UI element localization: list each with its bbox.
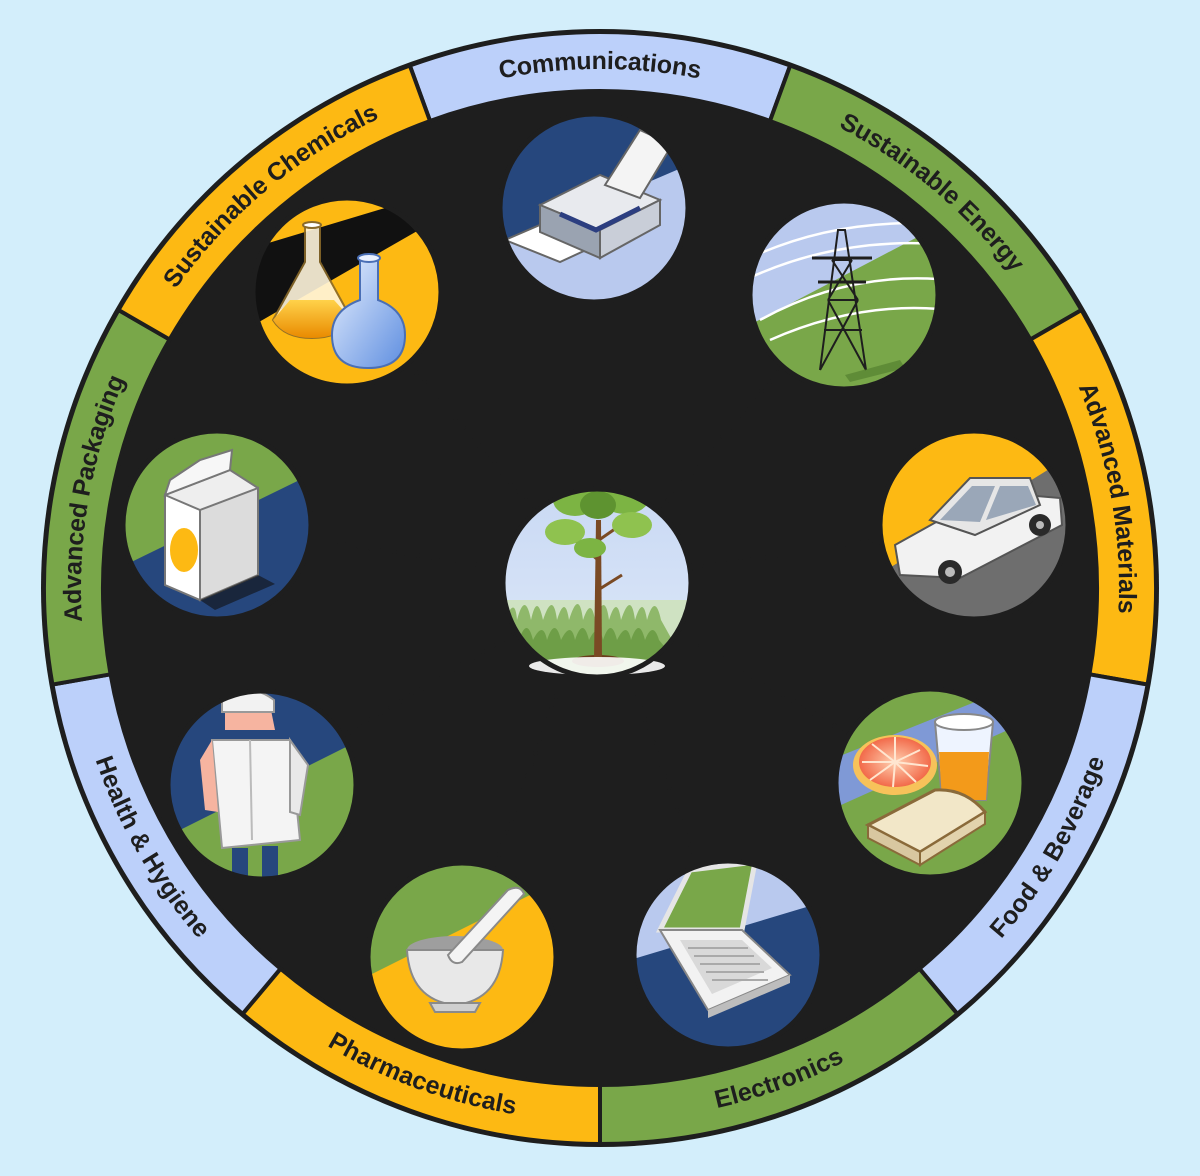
connector-line — [657, 366, 784, 512]
node-electronics — [631, 858, 825, 1052]
node-advanced-packaging — [120, 428, 314, 622]
printer-icon — [500, 128, 688, 302]
hub-tree — [500, 486, 694, 680]
connector-lines — [310, 302, 881, 869]
food-icon — [836, 689, 1024, 867]
flasks-icon — [253, 198, 441, 370]
node-sustainable-chemicals — [250, 195, 444, 389]
mortar-pestle-icon — [368, 880, 556, 1051]
ring-segment — [115, 62, 433, 343]
node-pharmaceuticals — [365, 860, 559, 1054]
connector-line — [492, 671, 567, 869]
milk-carton-icon — [123, 448, 311, 619]
connector-line — [677, 630, 850, 736]
connector-line — [690, 537, 881, 571]
power-tower-icon — [750, 220, 938, 389]
car-icon — [880, 450, 1068, 619]
connector-line — [407, 363, 537, 512]
laptop-icon — [634, 861, 822, 1018]
node-food-beverage — [833, 686, 1027, 880]
node-health-hygiene — [165, 688, 359, 882]
connector-line — [310, 537, 504, 571]
connector-line — [626, 672, 699, 866]
node-communications — [497, 111, 691, 305]
node-advanced-materials — [877, 428, 1071, 622]
node-sustainable-energy — [747, 198, 941, 392]
